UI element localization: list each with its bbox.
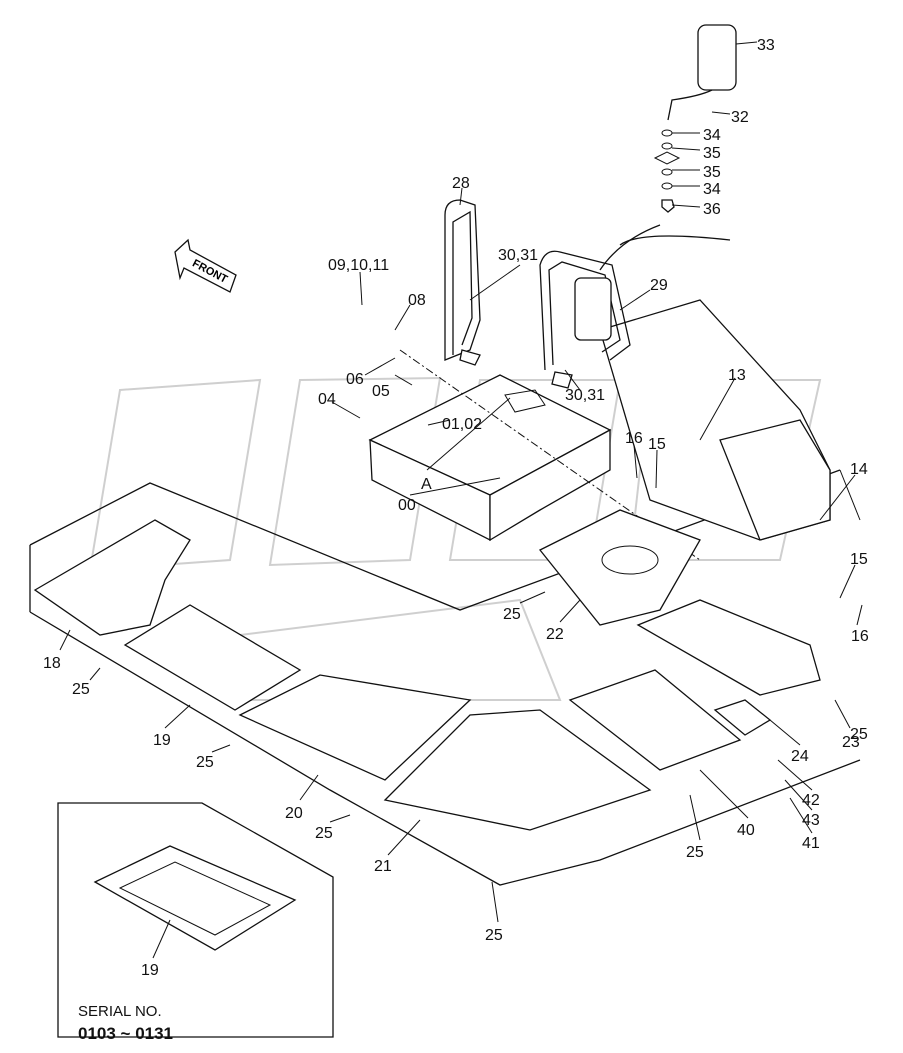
callout-35: 35 <box>703 145 721 162</box>
callout-16b: 16 <box>851 628 869 645</box>
callout-25b: 25 <box>72 681 90 698</box>
callout-30-31: 30,31 <box>498 247 538 264</box>
callout-21: 21 <box>374 858 392 875</box>
handrail-28 <box>444 199 481 366</box>
plate-23 <box>636 599 821 696</box>
right-housing <box>538 299 831 626</box>
floor-plates <box>33 519 821 831</box>
console-box <box>368 349 701 561</box>
serial-range: 0103 ~ 0131 <box>78 1024 173 1043</box>
callout-09-10-11: 09,10,11 <box>328 257 389 274</box>
serial-label: SERIAL NO. <box>78 1003 162 1020</box>
callout-41: 41 <box>802 835 820 852</box>
callout-18: 18 <box>43 655 61 672</box>
callout-14: 14 <box>850 461 868 478</box>
callout-25f: 25 <box>686 844 704 861</box>
callout-23: 23 <box>842 734 860 751</box>
callout-29: 29 <box>650 277 668 294</box>
callout-08: 08 <box>408 292 426 309</box>
callout-25e: 25 <box>315 825 333 842</box>
callout-28: 28 <box>452 175 470 192</box>
callout-35b: 35 <box>703 164 721 181</box>
callout-A: A <box>421 476 432 493</box>
front-arrow-icon: FRONT <box>174 238 237 293</box>
callout-25d: 25 <box>196 754 214 771</box>
inset-box <box>57 802 334 1038</box>
callout-42: 42 <box>802 792 820 809</box>
detail-brace <box>619 235 731 246</box>
plate-19 <box>123 604 302 711</box>
callout-33: 33 <box>757 37 775 54</box>
callout-15: 15 <box>648 436 666 453</box>
callout-34: 34 <box>703 127 721 144</box>
callout-20: 20 <box>285 805 303 822</box>
callout-36: 36 <box>703 201 721 218</box>
callout-19: 19 <box>153 732 171 749</box>
inset-callout-19: 19 <box>141 962 159 979</box>
callout-22: 22 <box>546 626 564 643</box>
plate-20 <box>238 674 472 781</box>
callout-25c: 25 <box>850 726 868 743</box>
callout-15b: 15 <box>850 551 868 568</box>
callout-13: 13 <box>728 367 746 384</box>
mirror-29-icon <box>574 277 612 341</box>
plate-18 <box>33 519 191 636</box>
callout-40: 40 <box>737 822 755 839</box>
callout-32: 32 <box>731 109 749 126</box>
callout-00: 00 <box>398 497 416 514</box>
callout-01-02: 01,02 <box>442 416 482 433</box>
callout-43: 43 <box>802 812 820 829</box>
callout-labels: 33 32 34 35 35 34 36 28 30,31 09,10,11 2… <box>43 37 869 1043</box>
callout-30-31b: 30,31 <box>565 387 605 404</box>
callout-05: 05 <box>372 383 390 400</box>
callout-24: 24 <box>791 748 809 765</box>
handrail-29 <box>539 250 631 389</box>
callout-04: 04 <box>318 391 336 408</box>
callout-16: 16 <box>625 430 643 447</box>
mirror-33 <box>653 24 737 213</box>
callout-06: 06 <box>346 371 364 388</box>
callout-25g: 25 <box>485 927 503 944</box>
plate-21 <box>383 709 652 831</box>
leader-lines <box>59 41 863 959</box>
callout-34b: 34 <box>703 181 721 198</box>
plate-40 <box>568 669 742 771</box>
callout-25a: 25 <box>503 606 521 623</box>
